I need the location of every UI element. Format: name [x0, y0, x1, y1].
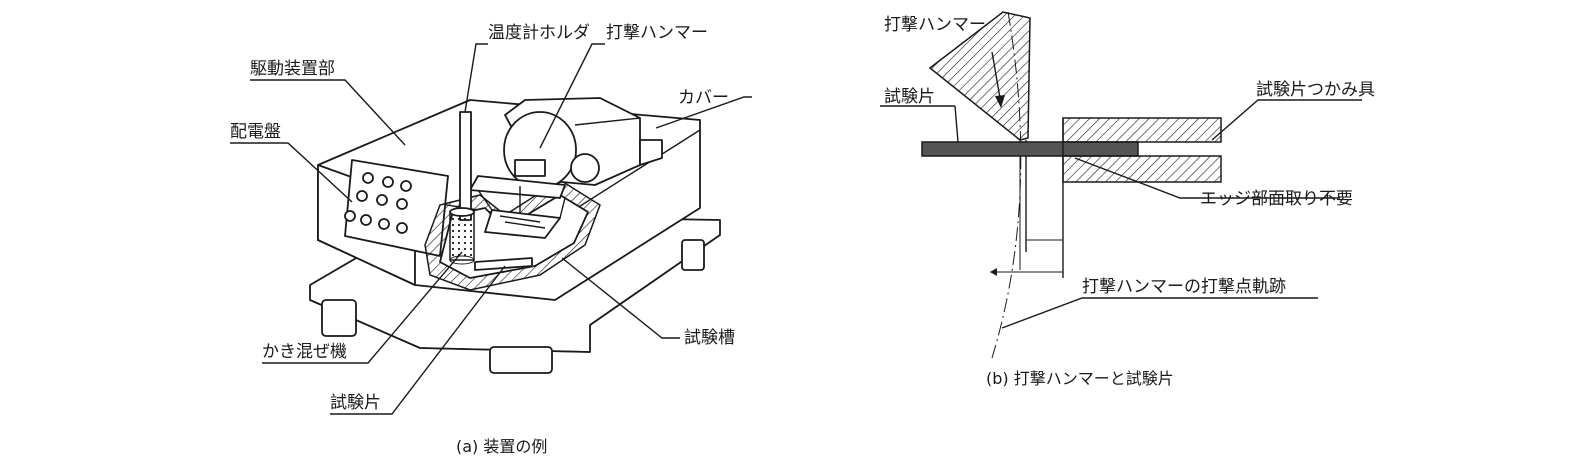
specimen-rod	[474, 257, 533, 271]
caption-b: (b) 打撃ハンマーと試験片	[986, 369, 1174, 388]
label-specimen: 試験片	[330, 393, 381, 413]
label-edge-no-chamfer: エッジ部面取り不要	[1200, 189, 1353, 209]
grip-upper	[1062, 117, 1222, 143]
hammer-specimen-drawing	[921, 11, 1222, 359]
label-control-panel: 配電盤	[230, 122, 281, 142]
label-hammer-trajectory: 打撃ハンマーの打撃点軌跡	[1082, 277, 1286, 297]
label-b-striking-hammer: 打撃ハンマー	[884, 15, 986, 35]
label-thermometer-holder: 温度計ホルダ	[488, 23, 590, 43]
label-stirrer: かき混ぜ機	[262, 342, 347, 362]
label-specimen-grip: 試験片つかみ具	[1256, 80, 1375, 100]
foot	[489, 346, 553, 374]
label-cover: カバー	[678, 88, 729, 108]
label-b-specimen: 試験片	[884, 87, 935, 107]
caption-a: (a) 装置の例	[456, 437, 547, 456]
apparatus-leaders	[230, 43, 752, 415]
label-test-bath: 試験槽	[684, 328, 735, 348]
label-striking-hammer: 打撃ハンマー	[606, 23, 708, 43]
foot	[321, 299, 357, 337]
foot	[681, 239, 705, 271]
panel-knobs	[344, 172, 412, 234]
specimen-bar	[921, 141, 1139, 157]
hammer-head	[514, 159, 546, 177]
grip-lower	[1062, 155, 1222, 183]
label-drive-unit: 駆動装置部	[250, 59, 335, 79]
apparatus-drawing	[309, 97, 721, 374]
thermometer	[459, 111, 472, 221]
hammer-wedge	[928, 11, 1031, 141]
hammer-specimen-leaders	[880, 99, 1362, 329]
